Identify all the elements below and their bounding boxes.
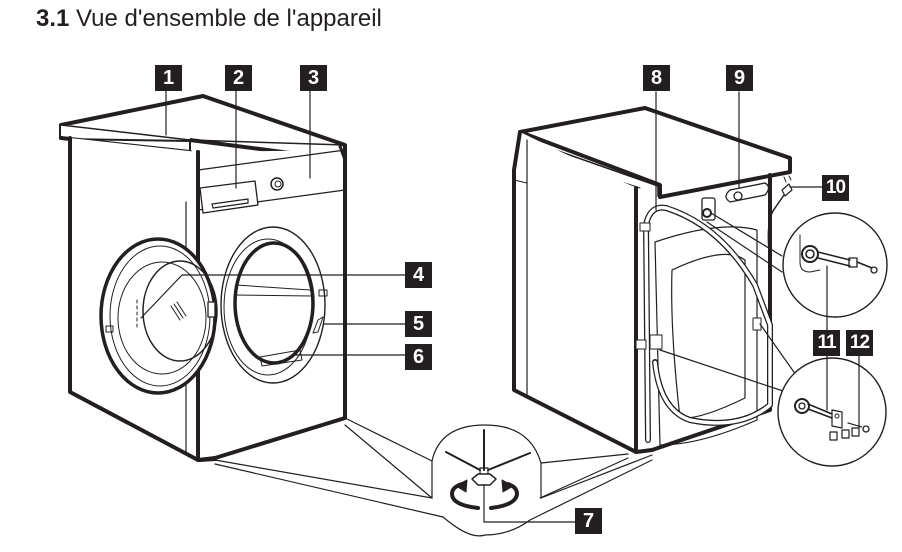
callout-9: 9 [726,65,753,91]
inlet-valve [725,182,770,203]
callout-12: 12 [846,330,873,356]
rear-worktop [518,106,792,199]
callout-1: 1 [155,65,182,91]
callout-11: 11 [813,330,840,356]
program-knob [270,177,284,191]
transit-bolt-detail-top [706,212,888,318]
detergent-dispenser [199,180,259,214]
rear-back-panel [634,173,772,454]
section-number: 3.1 [36,5,70,32]
callout-8: 8 [643,65,670,91]
callout-7: 7 [575,508,602,534]
callout-5: 5 [405,311,432,337]
rear-side-panel [512,130,638,454]
section-heading: 3.1 Vue d'ensemble de l'appareil [36,5,382,33]
leader-lines [140,90,860,429]
callout-2: 2 [225,65,252,91]
callout-10: 10 [822,175,849,201]
open-door [99,237,218,395]
drain-hose [635,204,773,443]
mains-cable [767,175,793,261]
callout-4: 4 [405,262,432,288]
rear-view [512,106,888,467]
adjustable-foot-detail [214,417,653,537]
callout-3: 3 [300,65,327,91]
section-title: Vue d'ensemble de l'appareil [76,5,382,32]
front-view [59,94,347,462]
callout-6: 6 [405,344,432,370]
door-porthole [220,226,328,384]
